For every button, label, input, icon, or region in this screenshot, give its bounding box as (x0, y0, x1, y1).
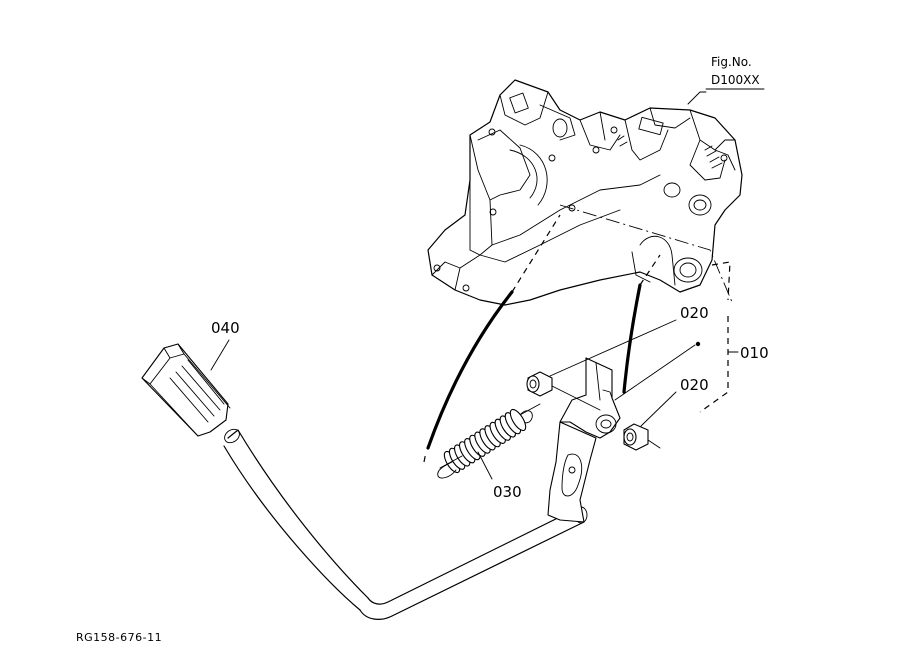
pedal-pad (141, 343, 240, 444)
drawing-code: RG158-676-11 (76, 631, 162, 644)
fig-number: D100XX (711, 73, 760, 87)
cable-right (622, 283, 642, 394)
callout-020-upper: 020 (680, 304, 709, 322)
bushing-lower (623, 423, 649, 451)
spring-coil (509, 408, 527, 432)
frame-bracket (427, 79, 743, 306)
dashed-cable-guides (511, 214, 661, 293)
bushing-upper (526, 371, 553, 397)
assembly-reference-line (559, 204, 733, 303)
return-spring (437, 403, 541, 479)
fig-label: Fig.No. (711, 55, 752, 69)
cable-left-end (423, 451, 427, 463)
callout-040: 040 (211, 319, 240, 337)
callout-020-lower: 020 (680, 376, 709, 394)
pedal-arm (223, 357, 621, 620)
pivot-axis (547, 261, 731, 449)
callout-010: 010 (740, 344, 769, 362)
leader-lines (210, 91, 739, 480)
callout-030: 030 (493, 483, 522, 501)
cable-left (426, 290, 514, 450)
